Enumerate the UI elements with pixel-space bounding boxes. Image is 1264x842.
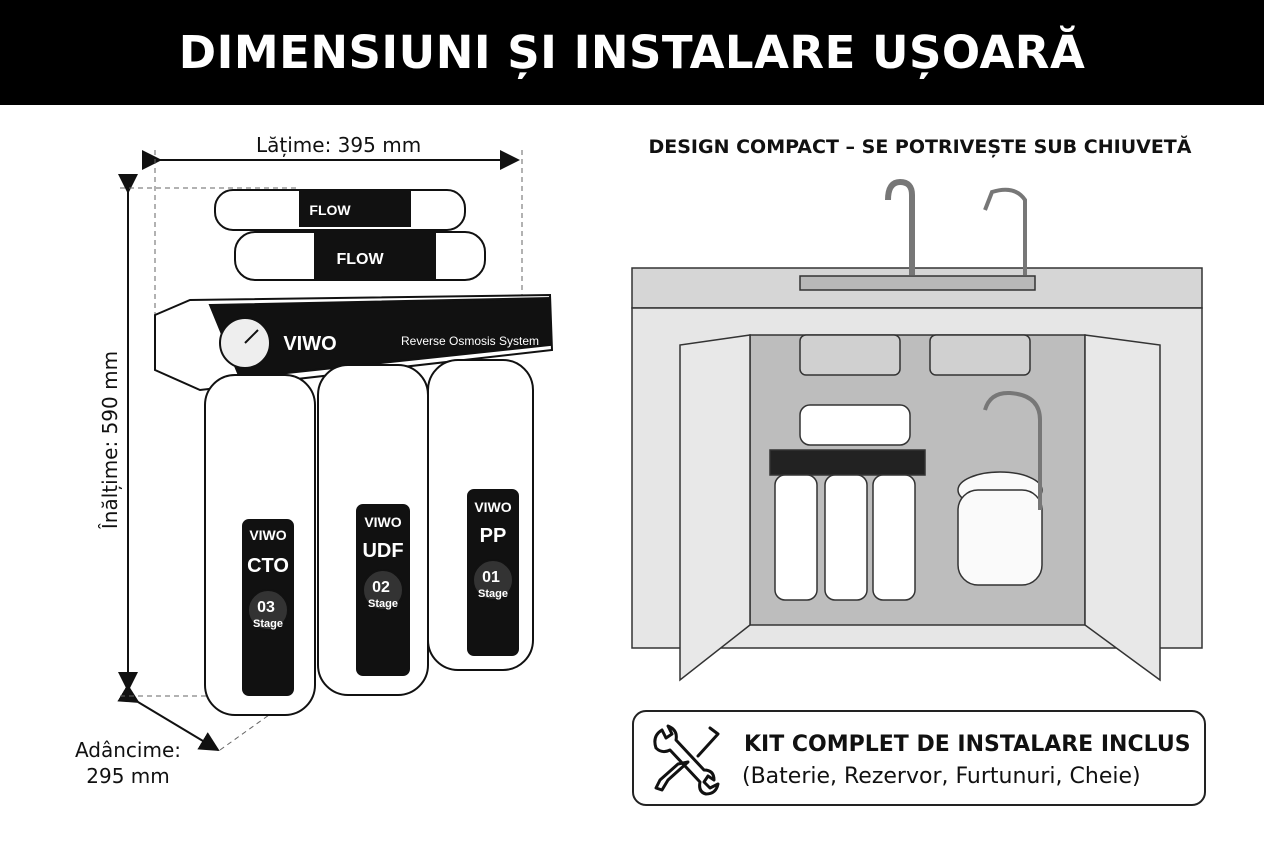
height-label: Înălțime: 590 mm: [98, 350, 122, 530]
header-banner: DIMENSIUNI ȘI INSTALARE UȘOARĂ: [0, 0, 1264, 105]
depth-label-line1: Adâncime:: [74, 738, 182, 762]
filter-stage-number: 03: [257, 599, 275, 616]
depth-label: Adâncime: 295 mm: [62, 737, 194, 789]
width-label: Lățime: 395 mm: [256, 133, 422, 157]
filter-stage-word: Stage: [478, 588, 508, 600]
filter-stage-word: Stage: [368, 598, 398, 610]
filter-name-pp: PP: [480, 525, 507, 547]
page-title: DIMENSIUNI ȘI INSTALARE UȘOARĂ: [178, 26, 1086, 79]
filter-brand: VIWO: [364, 514, 401, 530]
filter-stage-word: Stage: [253, 618, 283, 630]
installation-kit-box: KIT COMPLET DE INSTALARE INCLUS (Baterie…: [632, 710, 1206, 806]
filter-brand: VIWO: [474, 499, 511, 515]
filter-name-udf: UDF: [362, 540, 403, 562]
inline-filter-label: FLOW: [309, 202, 351, 218]
filter-name-cto: CTO: [247, 555, 289, 577]
filter-stage-number: 02: [372, 579, 390, 596]
brand-logo: VIWO: [283, 333, 336, 355]
filter-brand: VIWO: [249, 527, 286, 543]
depth-label-line2: 295 mm: [86, 764, 170, 788]
inline-filter-label: FLOW: [336, 251, 384, 268]
under-sink-installation-scene: [631, 178, 1203, 682]
ro-filter-unit: [154, 189, 554, 716]
depth-dimension-line: [117, 684, 220, 752]
kit-subtitle: (Baterie, Rezervor, Furtunuri, Cheie): [742, 764, 1141, 789]
filter-stage-number: 01: [482, 569, 500, 586]
dimension-lines: [117, 150, 523, 752]
wrench-screwdriver-icon: [653, 724, 720, 796]
bracket-text: Reverse Osmosis System: [401, 334, 539, 348]
kit-title: KIT COMPLET DE INSTALARE INCLUS: [744, 732, 1191, 757]
install-subtitle: DESIGN COMPACT – SE POTRIVEȘTE SUB CHIUV…: [648, 136, 1192, 158]
